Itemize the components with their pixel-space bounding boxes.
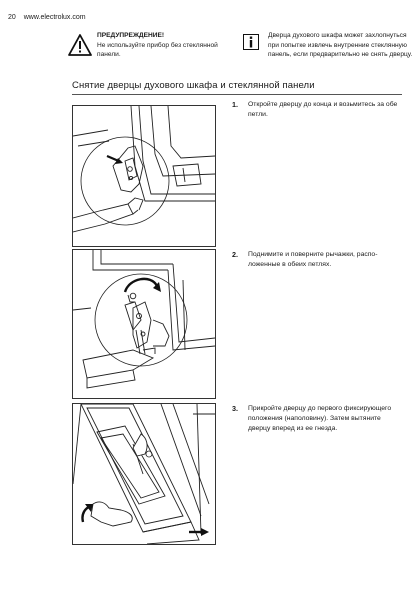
- figure-step-2: [72, 249, 216, 399]
- figure-step-3: [72, 403, 216, 545]
- warning-block: ПРЕДУПРЕЖДЕНИЕ! Не используйте прибор бе…: [97, 31, 237, 60]
- info-icon: [243, 34, 259, 50]
- step-1-number: 1.: [232, 100, 238, 109]
- page-header: 20 www.electrolux.com: [8, 14, 86, 21]
- step-2-text: Поднимите и поверните рычажки, распо­лож…: [248, 251, 378, 268]
- section-rule: [72, 94, 402, 95]
- warning-title: ПРЕДУПРЕЖДЕНИЕ!: [97, 32, 165, 39]
- figure-step-1: [72, 105, 216, 247]
- brand-url: www.electrolux.com: [23, 14, 86, 21]
- page-number: 20: [8, 14, 16, 21]
- section-title: Снятие дверцы духового шкафа и стеклянно…: [72, 80, 315, 91]
- info-block: Дверца духового шкафа может за­хлопнутьс…: [268, 31, 413, 60]
- step-1-text: Откройте дверцу до конца и возьмитесь за…: [248, 101, 398, 118]
- warning-text: Не используйте прибор без стеклян­ной па…: [97, 41, 218, 59]
- info-text: Дверца духового шкафа может за­хлопнутьс…: [268, 32, 413, 58]
- step-2-number: 2.: [232, 250, 238, 259]
- step-3-text: Прикройте дверцу до первого фиксирую­щег…: [248, 405, 392, 432]
- warning-triangle-icon: [68, 34, 92, 56]
- step-3-number: 3.: [232, 404, 238, 413]
